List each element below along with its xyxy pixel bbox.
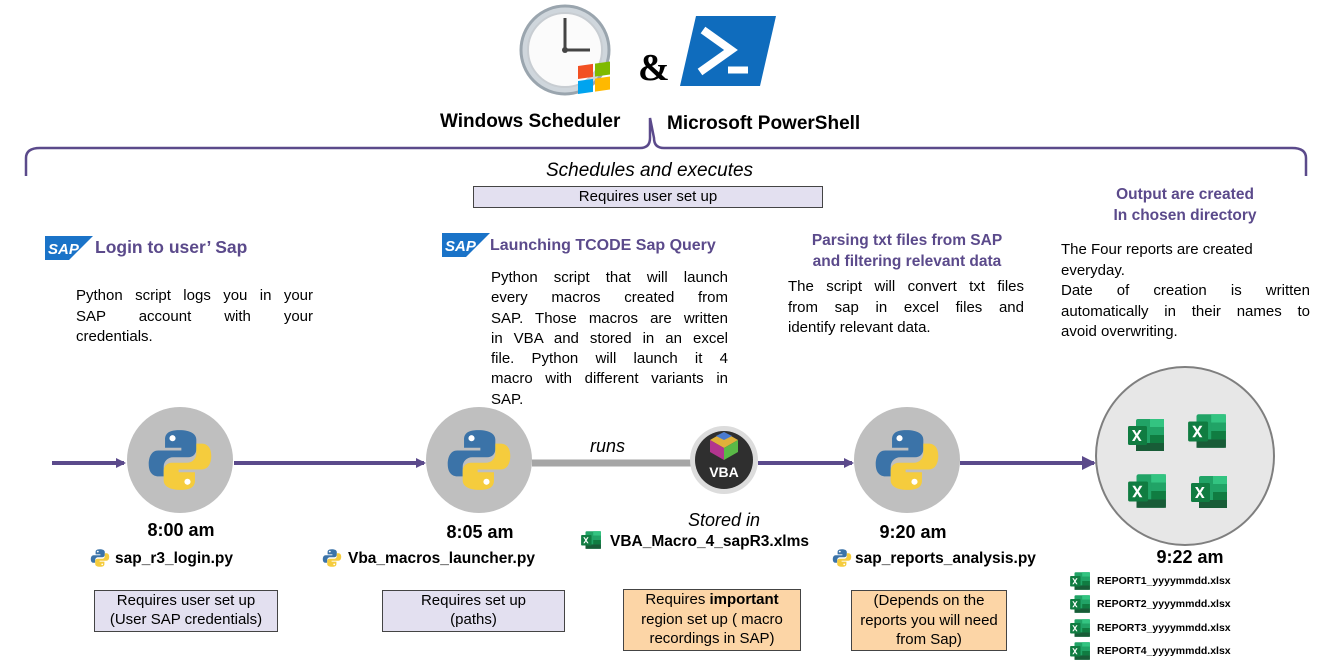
desc-line: Python script that will launch [491, 269, 728, 286]
desc-line: in VBA and stored in an excel [491, 329, 728, 347]
python-node-launcher [426, 407, 532, 513]
setup-important: important [709, 591, 779, 608]
step3-setup-box: (Depends on the reports you will need fr… [851, 590, 1007, 651]
setup-line: (paths) [450, 611, 497, 628]
excel-icon [1070, 572, 1090, 590]
desc-line: Date of creation is written [1061, 282, 1310, 300]
python-icon [832, 549, 852, 567]
setup-prefix: Requires [645, 591, 710, 608]
step3-file: sap_reports_analysis.py [855, 550, 1036, 567]
runs-label: runs [590, 436, 626, 456]
step1-file: sap_r3_login.py [115, 550, 234, 567]
desc-line: SAP. [491, 390, 524, 408]
step1-time: 8:00 am [147, 520, 215, 540]
svg-text:SAP: SAP [48, 241, 80, 258]
title-line: and filtering relevant data [812, 253, 1002, 270]
setup-line: reports you will need [860, 611, 998, 629]
step2-time: 8:05 am [446, 522, 514, 542]
step2-file: Vba_macros_launcher.py [348, 550, 535, 567]
report-file: REPORT1_yyyymmdd.xlsx [1097, 575, 1231, 587]
stored-in-label: Stored in [688, 510, 761, 530]
step2-setup-box: Requires set up (paths) [382, 590, 565, 632]
python-node-login [127, 407, 233, 513]
step2-title: Launching TCODE Sap Query [490, 237, 716, 254]
setup-line: region set up ( macro [641, 610, 783, 628]
step4-time: 9:22 am [1156, 547, 1224, 567]
powershell-label: Microsoft PowerShell [667, 113, 861, 134]
svg-text:SAP: SAP [445, 238, 477, 255]
clock-windows-icon [519, 4, 611, 96]
sap-logo: SAP [442, 233, 490, 257]
desc-line: identify relevant data. [788, 319, 931, 336]
desc-line: every macros created from [491, 289, 728, 307]
title-line: In chosen directory [1113, 207, 1257, 224]
sap-logo: SAP [45, 236, 93, 260]
desc-line: file. Python will launch it 4 [491, 350, 728, 368]
vba-badge: VBA [709, 464, 739, 480]
step3-time: 9:20 am [879, 522, 947, 542]
vba-setup-box: Requires important region set up ( macro… [623, 589, 801, 651]
desc-line: credentials. [76, 328, 153, 345]
step1-setup-box: Requires user set up (User SAP credentia… [94, 590, 278, 632]
step2-desc: Python script that will launch every mac… [491, 268, 728, 410]
vba-macro-file: VBA_Macro_4_sapR3.xlms [610, 533, 810, 550]
setup-line: recordings in SAP) [649, 630, 775, 647]
setup-line: (User SAP credentials) [109, 611, 263, 628]
ampersand: & [638, 47, 670, 89]
python-icon [90, 549, 110, 567]
vba-icon [690, 426, 758, 494]
step1-desc: Python script logs you in your SAP accou… [76, 286, 313, 348]
schedules-brace [24, 117, 1308, 176]
setup-line: from Sap) [896, 631, 962, 648]
step1-title: Login to user’ Sap [95, 237, 248, 257]
scheduler-label: Windows Scheduler [440, 111, 621, 132]
excel-icon [1070, 619, 1090, 637]
step4-title: Output are created In chosen directory [1085, 184, 1285, 226]
excel-icon [1070, 595, 1090, 613]
desc-line: from sap in excel files and [788, 298, 1024, 316]
desc-line: everyday. [1061, 261, 1125, 279]
step4-desc: The Four reports are created everyday. D… [1061, 240, 1310, 343]
report-file: REPORT3_yyyymmdd.xlsx [1097, 622, 1231, 634]
setup-line: Requires important [624, 590, 800, 610]
python-node-analysis [854, 407, 960, 513]
desc-line: The Four reports are created [1061, 241, 1253, 258]
excel-icon [1070, 642, 1090, 660]
desc-line: SAP. Those macros are written [491, 309, 728, 327]
top-setup-box: Requires user set up [473, 186, 823, 208]
desc-line: avoid overwriting. [1061, 323, 1178, 341]
desc-line: SAP account with your [76, 307, 313, 325]
desc-line: The script will convert txt files [788, 278, 1024, 295]
desc-line: macro with different variants in [491, 370, 728, 388]
schedules-label: Schedules and executes [546, 160, 754, 181]
desc-line: automatically in their names to [1061, 302, 1310, 320]
setup-line: Requires user set up [116, 592, 256, 609]
title-line: Output are created [1116, 186, 1254, 203]
setup-line: Requires set up [420, 592, 527, 609]
report-file: REPORT4_yyyymmdd.xlsx [1097, 645, 1231, 657]
report-file: REPORT2_yyyymmdd.xlsx [1097, 598, 1231, 610]
output-node [1095, 366, 1275, 546]
desc-line: Python script logs you in your [76, 287, 313, 304]
step3-title: Parsing txt files from SAP and filtering… [792, 230, 1022, 272]
powershell-icon [680, 16, 776, 86]
title-line: Parsing txt files from SAP [811, 232, 1003, 249]
setup-line: (Depends on the [873, 592, 985, 609]
python-icon [322, 549, 342, 567]
excel-icon [581, 531, 601, 549]
step3-desc: The script will convert txt files from s… [788, 277, 1024, 339]
